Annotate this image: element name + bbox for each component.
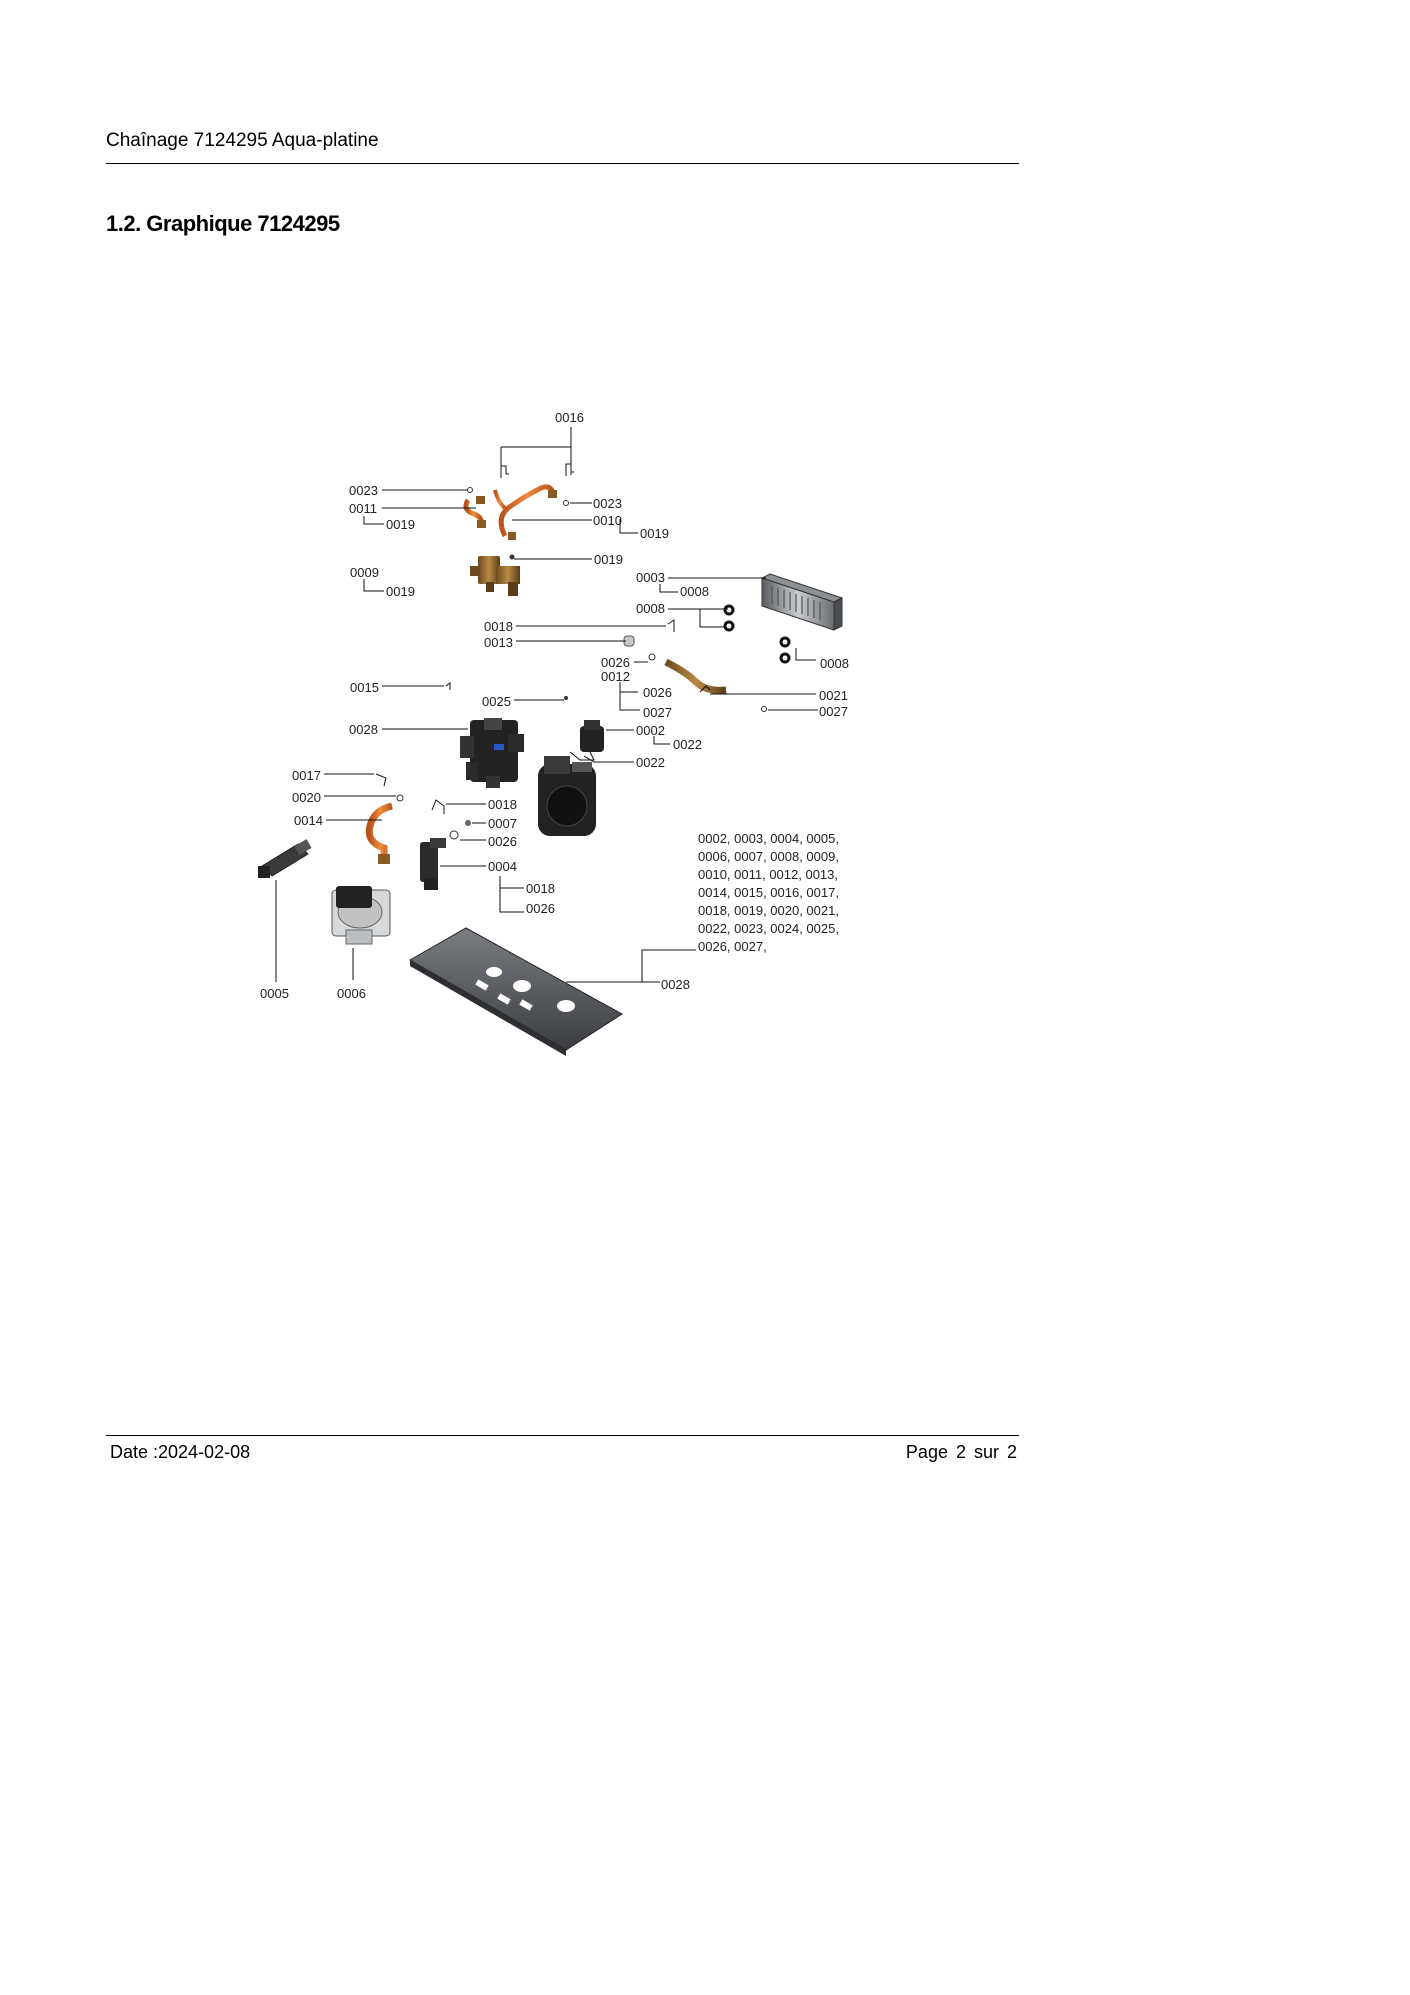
clip-0016-a-icon — [500, 465, 509, 478]
brass-pipe-0012-icon — [648, 653, 767, 712]
label-0014: 0014 — [294, 813, 323, 828]
footer-date: Date :2024-02-08 — [110, 1442, 251, 1462]
label-0013: 0013 — [484, 635, 513, 650]
label-0018: 0018 — [488, 797, 517, 812]
label-0023: 0023 — [349, 483, 378, 498]
copper-pipe-0011-icon — [463, 496, 486, 528]
label-0019: 0019 — [386, 517, 415, 532]
parts-list-line: 0022, 0023, 0024, 0025, — [698, 921, 839, 936]
pump-housing-icon — [538, 756, 596, 836]
hydraulic-block-0028-icon — [460, 718, 524, 788]
heat-exchanger-0003-icon — [760, 573, 844, 631]
document-header-title: Chaînage 7124295 Aqua-platine — [106, 130, 379, 151]
label-0007: 0007 — [488, 816, 517, 831]
o-ring-0020-icon — [396, 794, 404, 802]
clip-0018-b-icon — [431, 799, 445, 814]
seals-0008-icon — [723, 604, 791, 664]
label-0018: 0018 — [526, 881, 555, 896]
o-ring-0019-icon — [509, 554, 515, 560]
label-0012: 0012 — [601, 669, 630, 684]
label-0002: 0002 — [636, 723, 665, 738]
label-0026: 0026 — [601, 655, 630, 670]
parts-list: 0002, 0003, 0004, 0005, 0006, 0007, 0008… — [698, 830, 868, 956]
seal-0026-icon — [449, 830, 459, 840]
fitting-0004-icon — [420, 838, 446, 890]
label-0004: 0004 — [488, 859, 517, 874]
parts-list-line: 0006, 0007, 0008, 0009, — [698, 849, 839, 864]
label-0019: 0019 — [594, 552, 623, 567]
label-0028: 0028 — [349, 722, 378, 737]
section-title: 1.2. Graphique 7124295 — [106, 211, 340, 236]
motor-0002-icon — [569, 720, 604, 761]
brass-valve-0009-icon — [470, 556, 520, 596]
label-0022: 0022 — [636, 755, 665, 770]
label-0016: 0016 — [555, 410, 584, 425]
callout-labels: 0016 0023 0011 0019 0023 0010 0019 0019 … — [260, 410, 849, 1001]
parts-list-line: 0002, 0003, 0004, 0005, — [698, 831, 839, 846]
parts-list-line: 0010, 0011, 0012, 0013, — [698, 867, 838, 882]
label-0008: 0008 — [680, 584, 709, 599]
label-0026: 0026 — [643, 685, 672, 700]
label-0008: 0008 — [820, 656, 849, 671]
leader-lines — [275, 427, 818, 983]
copper-pipe-0014-icon — [365, 802, 393, 864]
label-0011: 0011 — [349, 501, 377, 516]
label-0015: 0015 — [350, 680, 379, 695]
label-0022: 0022 — [673, 737, 702, 752]
parts-list-line: 0026, 0027, — [698, 939, 767, 954]
label-0003: 0003 — [636, 570, 665, 585]
footer-page-number: Page 2 sur 2 — [905, 1442, 1017, 1462]
header-divider — [106, 163, 1019, 164]
o-ring-0023-a-icon — [467, 487, 473, 493]
label-0018: 0018 — [484, 619, 513, 634]
pump-motor-0006-icon — [331, 886, 391, 945]
label-0026: 0026 — [488, 834, 517, 849]
pin-0015-icon — [445, 682, 451, 690]
copper-pipe-0010-icon — [493, 484, 557, 540]
label-0010: 0010 — [593, 513, 622, 528]
label-0005: 0005 — [260, 986, 289, 1001]
label-0017: 0017 — [292, 768, 321, 783]
clip-0017-icon — [375, 773, 387, 787]
filter-0005-icon — [258, 839, 312, 878]
o-ring-0023-b-icon — [563, 500, 569, 506]
label-0023: 0023 — [593, 496, 622, 511]
label-0020: 0020 — [292, 790, 321, 805]
label-0006: 0006 — [337, 986, 366, 1001]
clip-0016-b-icon — [565, 463, 574, 476]
label-0027: 0027 — [643, 705, 672, 720]
parts-list-line: 0018, 0019, 0020, 0021, — [698, 903, 839, 918]
label-0026: 0026 — [526, 901, 555, 916]
label-0021: 0021 — [819, 688, 848, 703]
label-0009: 0009 — [350, 565, 379, 580]
label-0025: 0025 — [482, 694, 511, 709]
footer-divider — [106, 1435, 1019, 1436]
label-0027: 0027 — [819, 704, 848, 719]
label-0019: 0019 — [386, 584, 415, 599]
screw-0007-icon — [465, 820, 471, 826]
label-0028: 0028 — [661, 977, 690, 992]
mounting-plate-0028-icon — [408, 927, 623, 1056]
part-0025-icon — [564, 696, 568, 700]
clip-0018-icon — [667, 619, 675, 632]
label-0008: 0008 — [636, 601, 665, 616]
parts-list-line: 0014, 0015, 0016, 0017, — [698, 885, 839, 900]
label-0019: 0019 — [640, 526, 669, 541]
exploded-parts-diagram: 0016 0023 0011 0019 0023 0010 0019 0019 … — [258, 410, 849, 1056]
